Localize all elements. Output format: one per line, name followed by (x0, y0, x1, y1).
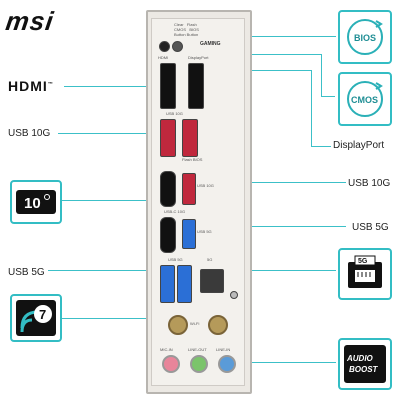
usb5g-port-1[interactable] (160, 265, 175, 303)
connector-line-cmos-end (321, 96, 335, 97)
wifi-antenna-connector-2[interactable] (208, 315, 228, 335)
lan-5g-icon: 5G (348, 255, 382, 288)
callout-right-usb5g: USB 5G (352, 222, 389, 233)
cmos-icon: CMOS (347, 81, 383, 117)
panel-usb5g-side-label: USB 5G (197, 229, 212, 234)
usb10g-port-right[interactable] (182, 173, 196, 205)
panel-usbc-side-label: USB-C 10G (164, 209, 186, 214)
connector-line-hdmi (64, 86, 156, 87)
connector-line-cmos-vert (321, 54, 322, 96)
panel-flash-bios-label: Flash BIOS (182, 157, 203, 162)
badge-audio-boost: AUDIO BOOST (338, 338, 392, 390)
msi-logo: msi (3, 6, 56, 36)
panel-displayport-label: DisplayPort (188, 55, 209, 60)
ten-gig-icon: 10 (16, 190, 56, 214)
line-in-jack[interactable] (218, 355, 236, 373)
audio-boost-line2: BOOST (349, 365, 379, 374)
connector-line-wifi (62, 318, 172, 319)
bios-icon: BIOS (347, 19, 383, 55)
connector-line-usb5g-left (48, 270, 158, 271)
audio-boost-icon: AUDIO BOOST (344, 345, 386, 383)
connector-line-10g (62, 200, 152, 201)
panel-mic-in-label: MIC-IN (160, 347, 173, 352)
connector-line-usb5g-right (196, 226, 346, 227)
hdmi-port[interactable] (160, 63, 176, 109)
wifi7-icon: 7 (16, 300, 56, 336)
io-shield-panel: Clear Flash CMOS BIOS Button Button GAMI… (146, 10, 252, 394)
hdmi-logo-text: HDMI (8, 78, 48, 94)
panel-lan-label: 5G (207, 257, 213, 262)
ten-gig-text: 10 (24, 195, 41, 212)
usb5g-port-side[interactable] (182, 219, 196, 249)
usb-c-port-2[interactable] (160, 217, 176, 253)
mic-in-jack[interactable] (162, 355, 180, 373)
flash-bios-button[interactable] (172, 41, 183, 52)
connector-line-usb10g-right (196, 182, 346, 183)
connector-line-dp-vert (311, 70, 312, 146)
callout-right-usb10g: USB 10G (348, 178, 391, 189)
usb5g-port-2[interactable] (177, 265, 192, 303)
connector-line-lan (230, 270, 336, 271)
hdmi-logo: HDMI™ (8, 78, 54, 94)
panel-usb10g-top-label: USB 10G (166, 111, 183, 116)
callout-right-displayport: DisplayPort (333, 140, 385, 151)
connector-line-audio (236, 362, 336, 363)
badge-wifi7: 7 (10, 294, 62, 342)
connector-line-dp (206, 70, 312, 71)
trademark-mark: ™ (47, 81, 54, 88)
lan-5g-port[interactable] (200, 269, 224, 293)
panel-wifi-label: Wi-Fi (190, 321, 200, 326)
usb10g-port-left[interactable] (160, 119, 176, 157)
panel-gaming-label: GAMING (200, 41, 221, 47)
panel-small-top-label: Clear Flash CMOS BIOS Button Button (174, 22, 199, 37)
bios-text: BIOS (354, 33, 376, 43)
panel-line-in-label: LINE-IN (216, 347, 231, 352)
connector-line-cmos-top (224, 54, 322, 55)
badge-cmos: CMOS (338, 72, 392, 126)
panel-hdmi-label: HDMI (158, 55, 169, 60)
io-shield-inner: Clear Flash CMOS BIOS Button Button GAMI… (151, 18, 245, 386)
wifi7-text: 7 (39, 307, 46, 322)
connector-line-usb10g-left (58, 133, 158, 134)
panel-usb5g-bottom-label: USB 5G (168, 257, 183, 262)
badge-bios: BIOS (338, 10, 392, 64)
badge-10g: 10 (10, 180, 62, 224)
line-out-jack[interactable] (190, 355, 208, 373)
usb10g-port-flash-bios[interactable] (182, 119, 198, 157)
panel-usb10g-side-label: USB 10G (197, 183, 214, 188)
connector-line-dp-end (311, 146, 331, 147)
audio-boost-line1: AUDIO (346, 354, 374, 363)
panel-line-out-label: LINE-OUT (188, 347, 207, 352)
wifi-antenna-connector-1[interactable] (168, 315, 188, 335)
cmos-text: CMOS (351, 95, 378, 105)
usb-c-port-1[interactable] (160, 171, 176, 207)
clear-cmos-button[interactable] (159, 41, 170, 52)
connector-line-bios (180, 36, 336, 37)
callout-left-usb5g: USB 5G (8, 267, 45, 278)
callout-left-usb10g: USB 10G (8, 128, 51, 139)
lan-5g-text: 5G (358, 258, 368, 265)
displayport-port[interactable] (188, 63, 204, 109)
panel-screw (230, 291, 238, 299)
badge-5g-lan: 5G (338, 248, 392, 300)
